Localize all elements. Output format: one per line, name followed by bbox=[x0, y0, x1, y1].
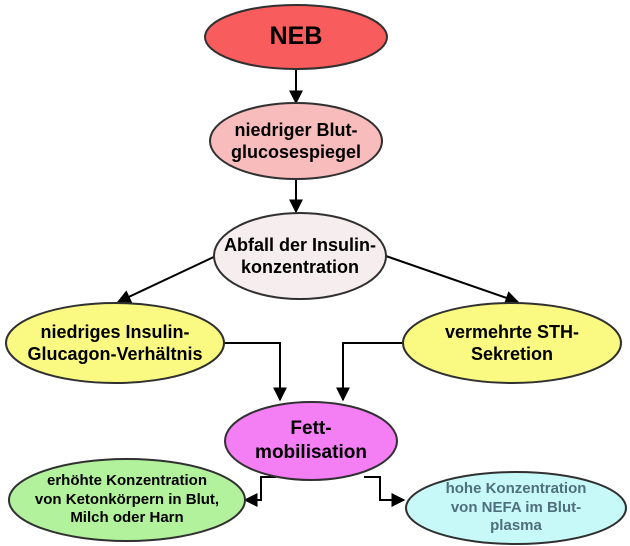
node-insulin-glucagon-label: niedriges Insulin- Glucagon-Verhältnis bbox=[27, 321, 203, 365]
node-blood-glucose-shape bbox=[209, 102, 383, 180]
node-insulin-glucagon-shape bbox=[5, 302, 225, 384]
arrow-ratio-to-fat bbox=[222, 342, 287, 402]
arrow-insulin-to-ratio bbox=[116, 254, 219, 303]
node-ketone-shape bbox=[8, 458, 246, 542]
node-insulin-drop-label: Abfall der Insulin- konzentration bbox=[223, 234, 376, 278]
arrow-sth-to-fat bbox=[336, 342, 404, 402]
node-neb-shape bbox=[204, 4, 388, 70]
node-nefa-label: hohe Konzentration von NEFA im Blut- pla… bbox=[445, 479, 587, 535]
node-sth-shape bbox=[402, 302, 622, 384]
node-neb-label: NEB bbox=[269, 22, 323, 51]
node-insulin-drop-shape bbox=[213, 212, 387, 300]
node-blood-glucose-label: niedriger Blut- glucosespiegel bbox=[230, 119, 362, 163]
arrow-insulin-to-sth bbox=[382, 254, 520, 305]
node-ketone-label: erhöhte Konzentration von Ketonkörpern i… bbox=[34, 471, 220, 527]
arrow-fat-to-ketone bbox=[243, 476, 276, 507]
node-sth-label: vermehrte STH- Sekretion bbox=[444, 321, 580, 365]
arrow-fat-to-nefa bbox=[364, 476, 406, 507]
node-nefa-shape bbox=[405, 471, 627, 545]
node-fat-mobilisation-label: Fett- mobilisation bbox=[255, 418, 367, 463]
node-fat-mobilisation-shape bbox=[224, 401, 398, 481]
